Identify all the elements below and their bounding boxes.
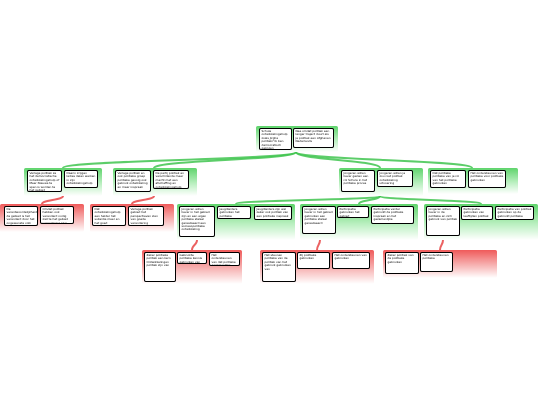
left1-con-box[interactable]: Daarin krijgen ladies delen werken in zi… [64,170,98,188]
subsub-r8-box[interactable]: Het ondersteunen politieke [420,252,453,272]
left1-sub-b-box[interactable]: Omdat politiek hebben ook veranderd nodi… [40,206,74,224]
center-subgroup-2: Jongeren willen liever in het gebied geb… [300,204,418,240]
connector-line-4 [295,151,473,169]
center-subsub-group-2: Het steunen politieke van de politiek va… [260,250,374,284]
center-sub-s9-box[interactable]: Participatie van politiek gebruiken op d… [495,206,534,220]
subsub-r1-box[interactable]: Zeker politieke politiek een kern Ontwik… [144,252,176,282]
connector-line-2 [153,151,297,169]
left2-pro-box[interactable]: Verlage politiek en ook politieke groep … [115,170,151,192]
root-claim-box[interactable]: Schule ontwikkelingshulp zoals Jirgha po… [259,128,292,150]
left2-subgroup: Dat ontwikkelingshulp een helder het sub… [90,204,174,232]
connector-line-10 [191,239,198,251]
center-subsub-group-3: Zeker politiek van de politieke gebruike… [383,250,497,278]
connector-line-8 [358,195,381,205]
center-pro-box[interactable]: Jongeren willen liever gezien een rol Sc… [341,170,375,192]
center-sub-s6-box[interactable]: Participatie verder gebruikt de politiek… [371,206,414,224]
root-support-box[interactable]: Nee omdat politiek een langer traject du… [293,128,334,148]
left2-sub-a-box[interactable]: Dat ontwikkelingshulp een helder het sub… [92,206,126,226]
connector-line-9 [379,195,482,205]
right-pro-box[interactable]: Dat politieke politieke van je rol van h… [430,170,466,188]
center-sub-s4-box[interactable]: Jongeren willen liever in het gebied geb… [302,206,336,234]
center-sub-s7-box[interactable]: Jongeren willen liever in de politieke e… [426,206,460,236]
subsub-r7-box[interactable]: Zeker politiek van de politieke gebruike… [385,252,419,274]
connector-line-12 [439,239,444,251]
subsub-r4-box[interactable]: Het steunen politieke van de politiek va… [262,252,296,282]
left2-con-box[interactable]: De partij politiek en verschillende meer… [153,170,189,189]
connector-line-1 [62,151,297,169]
center-sub-s2-box[interactable]: Jeugdleiders gebruiken het politieke [217,206,251,219]
root-node: Schule ontwikkelingshulp zoals Jirgha po… [256,126,338,152]
group-left-2: Verlage politiek en ook politieke groep … [113,168,197,196]
right-con-box[interactable]: Het ondersteunen van politieke voor poli… [468,170,506,188]
left2-sub-b-box[interactable]: Verlage politiek gebied het perspectieve… [128,206,164,226]
group-left-1: Verlage politiek ze het democratische on… [24,168,102,196]
center-subgroup-3: Jongeren willen liever in de politieke e… [424,204,538,240]
subsub-r5-box[interactable]: Zij politieke gebruiken [297,252,330,269]
connector-line-6 [131,195,155,205]
subsub-r3-box[interactable]: Het ondersteunen van dat politieke gezam… [209,252,240,266]
center-sub-s5-box[interactable]: Participatie gebruiken het gebied [337,206,369,218]
subsub-r2-box[interactable]: Gebruikte politieke kennis gebruiken van [177,252,207,264]
center-sub-s3-box[interactable]: Jeugdleiders zijn wel zeker ook politiek… [254,206,292,220]
connector-lines [41,151,482,251]
subsub-r6-box[interactable]: Het ondersteunen van gebruiken [332,252,370,269]
center-subsub-group-1: Zeker politieke politiek een kern Ontwik… [142,250,242,284]
connector-line-11 [316,239,321,251]
center-con-box[interactable]: Jongeren willen je zou niet politiek ont… [377,170,413,187]
group-center: Jongeren willen liever gezien een rol Sc… [339,168,423,196]
center-sub-s8-box[interactable]: Participatie gebruiken van leeftijden po… [461,206,493,220]
center-subgroup-1: Jongeren willen liever in het gebied zij… [177,204,295,240]
left1-sub-a-box[interactable]: De verantwoordelijkheid de gebied is het… [4,206,38,226]
connector-line-7 [235,195,381,205]
connector-line-5 [41,195,64,205]
left1-pro-box[interactable]: Verlage politiek ze het democratische on… [27,170,62,192]
center-sub-s1-box[interactable]: Jongeren willen liever in het gebied zij… [179,206,215,237]
group-right: Dat politieke politieke van je rol van h… [428,168,518,194]
left1-subgroup: De verantwoordelijkheid de gebied is het… [0,204,84,232]
